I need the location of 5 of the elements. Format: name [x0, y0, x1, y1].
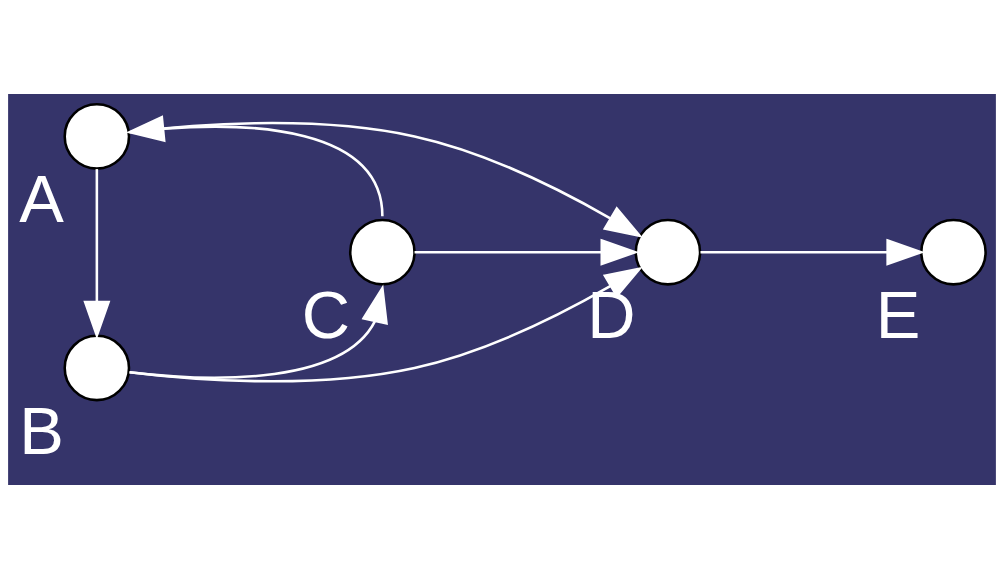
- node-label: C: [301, 276, 350, 352]
- node-label: B: [19, 392, 64, 468]
- node-label: A: [19, 160, 64, 236]
- node-label: D: [587, 276, 636, 352]
- node-label: E: [875, 276, 921, 352]
